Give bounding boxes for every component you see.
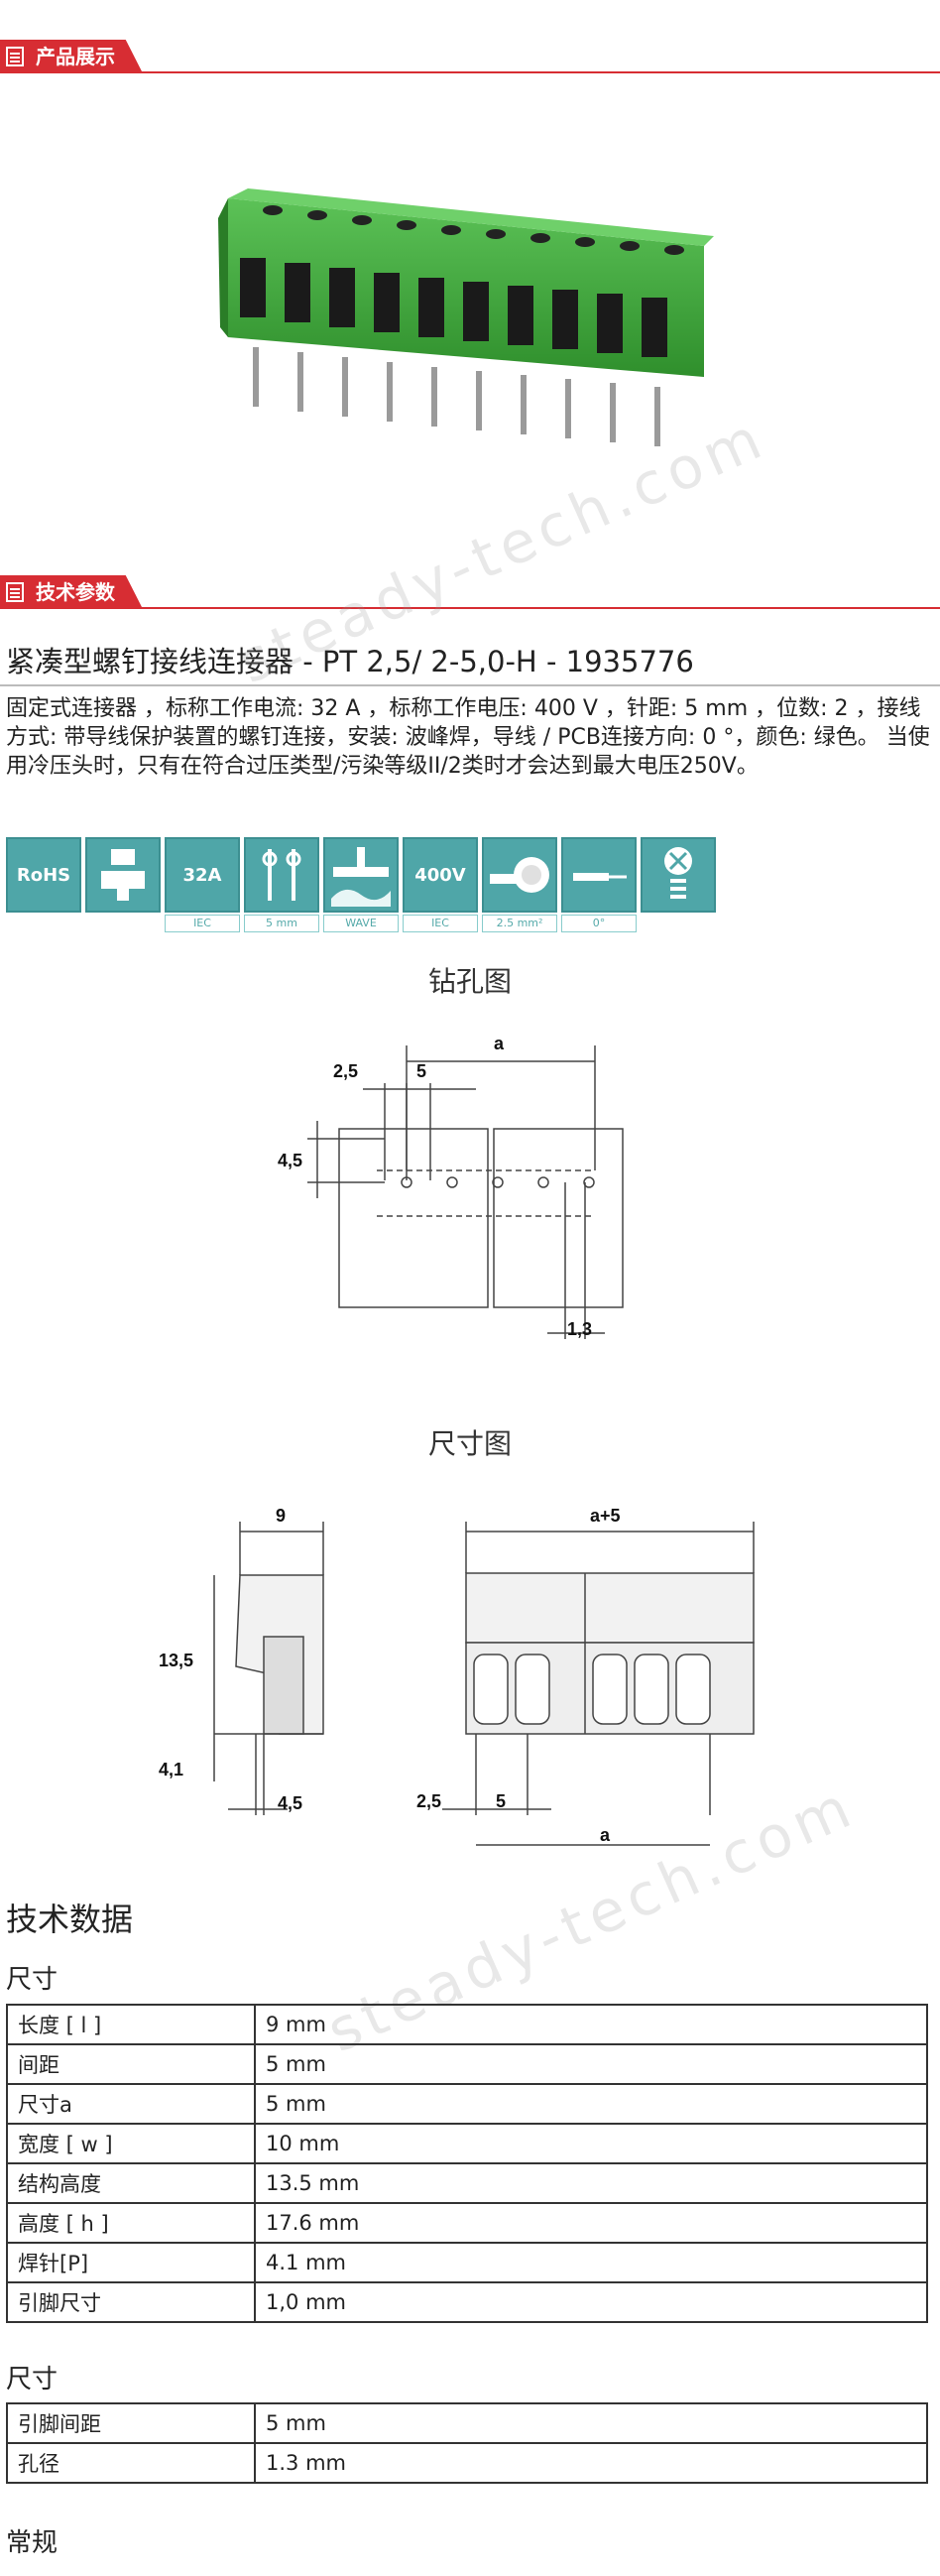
spec-key: 尺寸a bbox=[6, 2083, 256, 2125]
icon-sub-label: IEC bbox=[403, 915, 478, 932]
dim-label-9: 9 bbox=[276, 1506, 286, 1526]
drilling-diagram-title: 钻孔图 bbox=[427, 965, 512, 998]
group-title: 常规 bbox=[6, 2528, 59, 2558]
spec-value: 10 mm bbox=[254, 2123, 928, 2164]
drilling-diagram: a 2,5 5 4,5 1,3 bbox=[278, 1034, 624, 1339]
dim-label-4-5: 4,5 bbox=[278, 1793, 302, 1813]
dim-label-a-plus-5: a+5 bbox=[590, 1506, 621, 1526]
voltage-icon: 400V bbox=[403, 837, 478, 913]
document-icon bbox=[6, 582, 24, 602]
document-icon bbox=[6, 47, 24, 66]
product-description: 固定式连接器 ，标称工作电流: 32 A ，标称工作电压: 400 V ，针距:… bbox=[6, 696, 930, 779]
group-title: 尺寸 bbox=[6, 2365, 59, 2394]
section-header-product: 产品展示 bbox=[0, 40, 940, 73]
spec-key: 高度 [ h ] bbox=[6, 2202, 256, 2244]
icon-sub-label: IEC bbox=[165, 915, 240, 932]
product-title: 紧凑型螺钉接线连接器 - PT 2,5/ 2-5,0-H - 1935776 bbox=[6, 645, 694, 678]
table-row: 焊针[P]4.1 mm bbox=[6, 2242, 928, 2283]
table-row: 宽度 [ w ]10 mm bbox=[6, 2123, 928, 2164]
spec-key: 结构高度 bbox=[6, 2162, 256, 2204]
spec-value: 5 mm bbox=[254, 2043, 928, 2085]
dim-label-2-5: 2,5 bbox=[333, 1061, 358, 1081]
spec-value: 5 mm bbox=[254, 2402, 928, 2444]
icon-label: 32A bbox=[182, 865, 222, 886]
spec-key: 焊针[P] bbox=[6, 2242, 256, 2283]
spec-key: 孔径 bbox=[6, 2442, 256, 2484]
wave-solder-icon bbox=[323, 837, 399, 913]
icon-sub-label: 5 mm bbox=[244, 915, 319, 932]
spec-key: 引脚间距 bbox=[6, 2402, 256, 2444]
section-header-params: 技术参数 bbox=[0, 575, 940, 609]
table-row: 高度 [ h ]17.6 mm bbox=[6, 2202, 928, 2244]
wire-size-icon bbox=[482, 837, 557, 913]
product-image bbox=[218, 188, 714, 446]
rohs-icon: RoHS bbox=[6, 837, 81, 913]
divider bbox=[0, 684, 940, 686]
dim-label-1-3: 1,3 bbox=[567, 1319, 592, 1339]
current-icon: 32A bbox=[165, 837, 240, 913]
dim-label-a: a bbox=[494, 1034, 505, 1053]
spec-value: 17.6 mm bbox=[254, 2202, 928, 2244]
screw-connection-icon bbox=[85, 837, 161, 913]
tech-data-heading: 技术数据 bbox=[6, 1901, 134, 1938]
icon-sub-label: 0° bbox=[561, 915, 637, 932]
spec-key: 间距 bbox=[6, 2043, 256, 2085]
dim-label-2-5: 2,5 bbox=[416, 1791, 441, 1811]
spec-key: 宽度 [ w ] bbox=[6, 2123, 256, 2164]
icon-label: 400V bbox=[414, 865, 466, 886]
dimension-diagram-title: 尺寸图 bbox=[427, 1427, 512, 1460]
section-header-label: 技术参数 bbox=[36, 580, 115, 604]
direction-icon bbox=[561, 837, 637, 913]
spec-value: 1,0 mm bbox=[254, 2281, 928, 2323]
section-header-label: 产品展示 bbox=[36, 45, 115, 68]
dim-label-4-5: 4,5 bbox=[278, 1151, 302, 1170]
spec-value: 4.1 mm bbox=[254, 2242, 928, 2283]
spec-key: 引脚尺寸 bbox=[6, 2281, 256, 2323]
spec-value: 13.5 mm bbox=[254, 2162, 928, 2204]
dim-label-5: 5 bbox=[496, 1791, 506, 1811]
dim-label-5: 5 bbox=[416, 1061, 426, 1081]
spec-value: 5 mm bbox=[254, 2083, 928, 2125]
pitch-icon bbox=[244, 837, 319, 913]
dim-label-13-5: 13,5 bbox=[159, 1651, 193, 1670]
icon-label: RoHS bbox=[16, 865, 71, 886]
table-row: 长度 [ l ]9 mm bbox=[6, 2004, 928, 2045]
icon-sub-label: WAVE bbox=[323, 915, 399, 932]
spec-value: 1.3 mm bbox=[254, 2442, 928, 2484]
dimension-diagram: 9 13,5 4,1 4,5 a+5 2,5 5 a bbox=[159, 1506, 755, 1846]
dim-label-4-1: 4,1 bbox=[159, 1760, 183, 1779]
spec-value: 9 mm bbox=[254, 2004, 928, 2045]
screw-head-icon bbox=[641, 837, 716, 913]
icon-sub-label: 2.5 mm² bbox=[482, 915, 557, 932]
dim-label-a: a bbox=[600, 1825, 611, 1845]
group-title: 尺寸 bbox=[6, 1965, 59, 1995]
spec-key: 长度 [ l ] bbox=[6, 2004, 256, 2045]
